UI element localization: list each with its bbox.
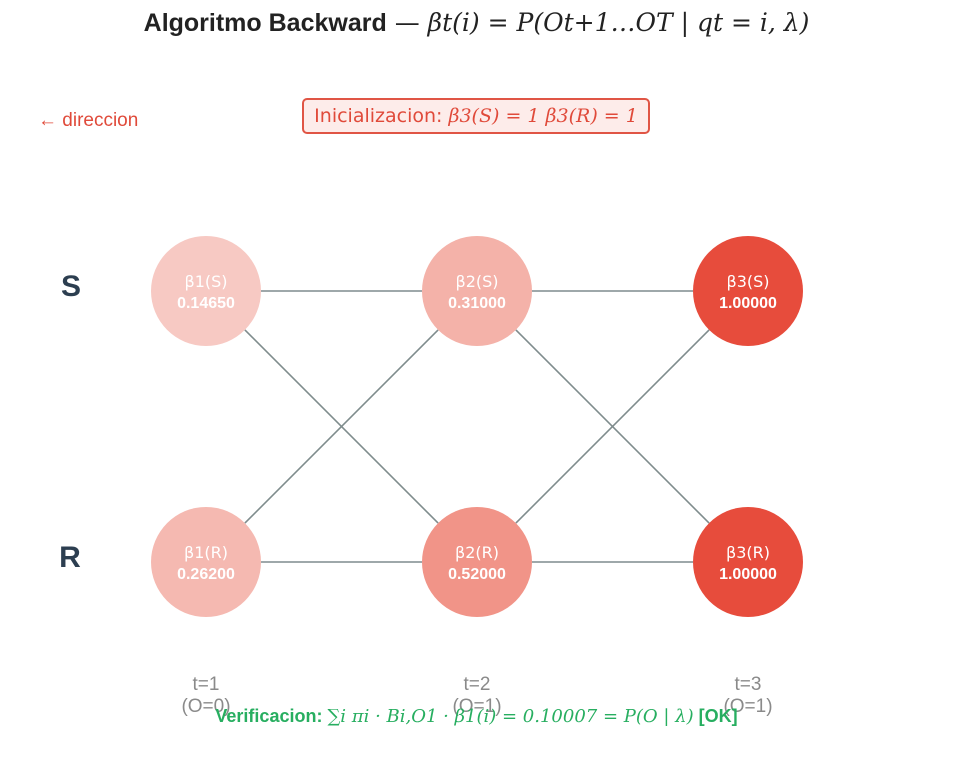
state-label-r: R xyxy=(59,541,81,574)
node-value: 0.26200 xyxy=(177,566,235,583)
node-value: 1.00000 xyxy=(719,295,777,312)
time-step: t=1 xyxy=(192,674,220,695)
state-nodes: β1(S) 0.14650 β2(S) 0.31000 β3(S) 1.00000 β1(R… xyxy=(151,236,803,617)
time-label-1: t=1 (O=0) xyxy=(146,674,266,718)
node-circle xyxy=(151,236,261,346)
node-s-t3: β3(S) 1.00000 xyxy=(693,236,803,346)
node-label: β2(R) xyxy=(455,543,499,562)
node-r-t1: β1(R) 0.26200 xyxy=(151,507,261,617)
title-formula: βt(i) = P(Ot+1…OT | qt = i, λ) xyxy=(427,8,810,37)
initialization-prefix: Inicializacion: xyxy=(314,105,443,127)
time-label-3: t=3 (O=1) xyxy=(688,674,808,718)
node-label: β1(S) xyxy=(184,272,227,291)
verification-prefix: Verificacion: xyxy=(215,706,328,726)
title-dash: — xyxy=(386,8,428,37)
initialization-box: Inicializacion: β3(S) = 1 β3(R) = 1 xyxy=(302,98,650,134)
node-r-t3: β3(R) 1.00000 xyxy=(693,507,803,617)
node-value: 0.52000 xyxy=(448,566,506,583)
page-title: Algoritmo Backward — βt(i) = P(Ot+1…OT |… xyxy=(0,8,953,52)
node-s-t2: β2(S) 0.31000 xyxy=(422,236,532,346)
node-circle xyxy=(422,236,532,346)
node-r-t2: β2(R) 0.52000 xyxy=(422,507,532,617)
verification-text: Verificacion: ∑i πi · Bi,O1 · β1(i) = 0.… xyxy=(0,706,953,727)
node-label: β1(R) xyxy=(184,543,228,562)
node-value: 0.14650 xyxy=(177,295,235,312)
node-s-t1: β1(S) 0.14650 xyxy=(151,236,261,346)
node-circle xyxy=(693,236,803,346)
verification-formula: ∑i πi · Bi,O1 · β1(i) = 0.10007 = P(O | … xyxy=(327,706,694,727)
node-label: β3(R) xyxy=(726,543,770,562)
node-value: 1.00000 xyxy=(719,566,777,583)
verification-ok: [OK] xyxy=(693,706,738,726)
initialization-formula: β3(S) = 1 β3(R) = 1 xyxy=(448,105,638,127)
node-label: β2(S) xyxy=(455,272,498,291)
node-value: 0.31000 xyxy=(448,295,506,312)
direction-label: ← direccion xyxy=(38,110,139,131)
time-step: t=3 xyxy=(734,674,762,695)
node-circle xyxy=(693,507,803,617)
observation: (O=1) xyxy=(723,696,773,717)
node-circle xyxy=(151,507,261,617)
observation: (O=0) xyxy=(181,696,231,717)
edge-r1-s2 xyxy=(244,329,439,524)
transition-edges xyxy=(244,290,710,563)
observation: (O=1) xyxy=(452,696,502,717)
edge-r2-s3 xyxy=(515,329,710,524)
node-circle xyxy=(422,507,532,617)
node-label: β3(S) xyxy=(726,272,769,291)
state-label-s: S xyxy=(60,270,81,303)
time-step: t=2 xyxy=(463,674,491,695)
title-text: Algoritmo Backward xyxy=(143,9,387,37)
time-label-2: t=2 (O=1) xyxy=(417,674,537,718)
